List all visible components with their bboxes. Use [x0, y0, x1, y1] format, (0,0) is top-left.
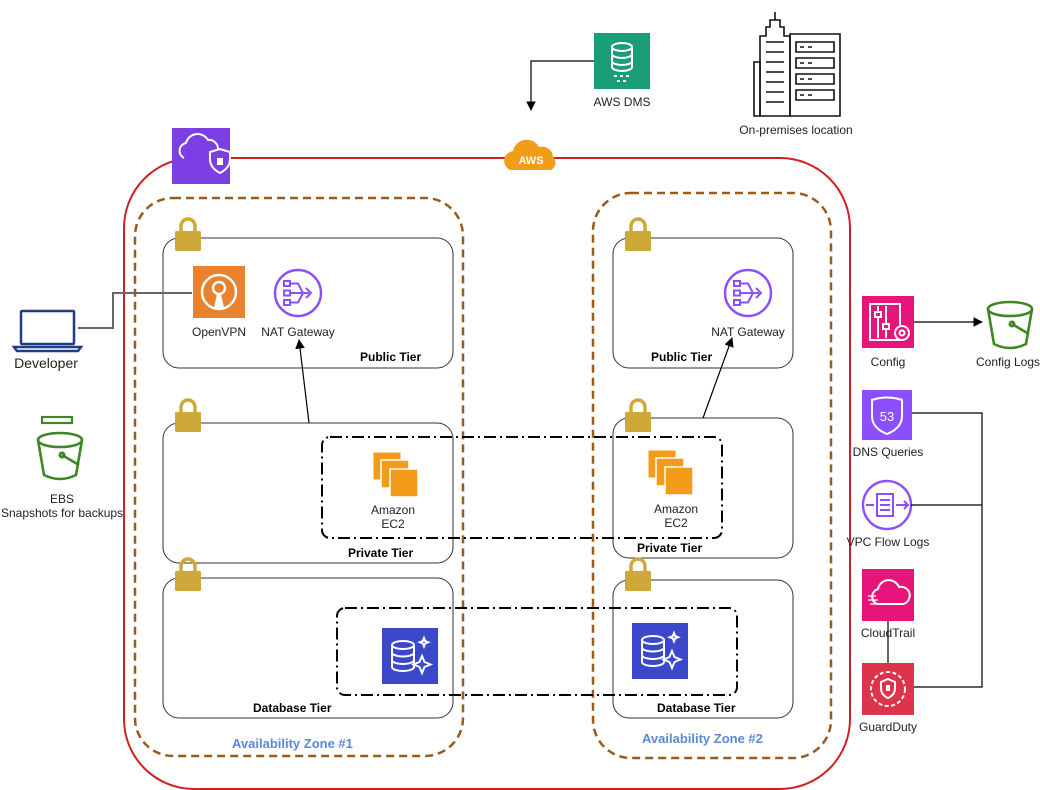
rds-database-icon: [381, 627, 439, 685]
availability-zone-1-label: Availability Zone #1: [232, 736, 353, 751]
rds-group-boundary: [336, 607, 738, 696]
openvpn-label: OpenVPN: [191, 325, 247, 339]
vpc-flow-logs-icon: [861, 479, 913, 531]
padlock-icon: [623, 217, 653, 253]
padlock-icon: [623, 398, 653, 434]
nat-gateway-label-az1: NAT Gateway: [261, 325, 335, 339]
private-to-nat-arrow-az1: [295, 339, 310, 424]
database-tier-label-az2: Database Tier: [657, 701, 736, 715]
private-tier-label-az1: Private Tier: [348, 546, 414, 560]
ebs-label: EBS Snapshots for backups: [0, 492, 124, 520]
private-to-nat-arrow-az2: [702, 337, 734, 419]
database-tier-az1: [162, 577, 454, 719]
public-tier-label-az1: Public Tier: [360, 350, 422, 364]
aws-cloud-icon: [504, 139, 556, 170]
vpc-flow-logs-label: VPC Flow Logs: [846, 535, 930, 549]
aws-dms-icon: [594, 33, 650, 89]
config-icon: [862, 296, 914, 348]
developer-label: Developer: [14, 355, 78, 371]
database-tier-label-az1: Database Tier: [253, 701, 332, 715]
aws-cloud-boundary: [123, 157, 851, 790]
monitoring-to-guardduty-connector: [912, 412, 983, 688]
cloudtrail-icon: [862, 569, 914, 621]
config-logs-label: Config Logs: [975, 355, 1040, 369]
svg-text:53: 53: [880, 409, 894, 424]
dms-connector: [526, 60, 594, 111]
availability-zone-2: [591, 191, 833, 760]
s3-bucket-icon: [36, 415, 84, 481]
on-premises-label: On-premises location: [739, 123, 853, 137]
laptop-icon: [11, 309, 84, 353]
padlock-icon: [173, 557, 203, 593]
rds-database-icon: [631, 622, 689, 680]
availability-zone-2-label: Availability Zone #2: [642, 731, 763, 746]
public-tier-label-az2: Public Tier: [651, 350, 713, 364]
nat-gateway-icon: [723, 268, 773, 318]
nat-gateway-icon: [273, 268, 323, 318]
config-label: Config: [870, 355, 906, 369]
database-tier-az2: [612, 579, 794, 719]
ec2-group-boundary: [321, 436, 723, 539]
cloudtrail-label: CloudTrail: [860, 626, 916, 640]
nat-gateway-label-az2: NAT Gateway: [711, 325, 785, 339]
aws-dms-label: AWS DMS: [593, 95, 651, 109]
ec2-label-az1: Amazon EC2: [370, 503, 416, 531]
padlock-icon: [173, 398, 203, 434]
private-tier-label-az2: Private Tier: [637, 541, 703, 555]
aws-badge-text: AWS: [518, 155, 543, 167]
guardduty-label: GuardDuty: [858, 720, 918, 734]
route53-icon: 53: [862, 390, 912, 440]
developer-vpn-connector: [78, 292, 192, 329]
openvpn-icon: [193, 266, 245, 318]
ec2-label-az2: Amazon EC2: [653, 502, 699, 530]
dns-queries-label: DNS Queries: [852, 445, 924, 459]
vpc-shield-icon: [172, 128, 231, 184]
padlock-icon: [623, 557, 653, 593]
guardduty-icon: [862, 663, 914, 715]
s3-bucket-icon: [986, 300, 1034, 350]
on-premises-building-icon: [753, 12, 841, 117]
padlock-icon: [173, 217, 203, 253]
availability-zone-1: [133, 196, 465, 758]
